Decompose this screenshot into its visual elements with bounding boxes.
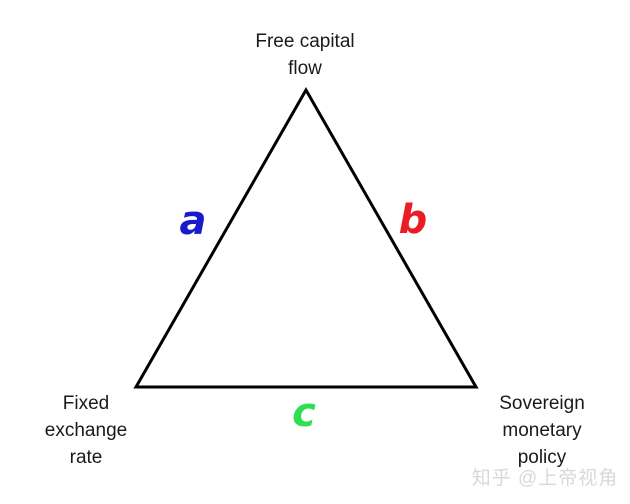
edge-label-a: a (179, 198, 207, 244)
edge-label-b: b (398, 197, 428, 243)
vertex-label-sovereign-monetary-policy: Sovereign monetary policy (499, 393, 585, 468)
vertex-label-free-capital-flow: Free capital flow (255, 31, 355, 79)
triangle-outline (133, 86, 479, 389)
edge-label-c: c (292, 390, 316, 436)
watermark-zhihu: 知乎 @上帝视角 (471, 468, 619, 489)
vertex-label-fixed-exchange-rate: Fixed exchange rate (44, 393, 128, 468)
